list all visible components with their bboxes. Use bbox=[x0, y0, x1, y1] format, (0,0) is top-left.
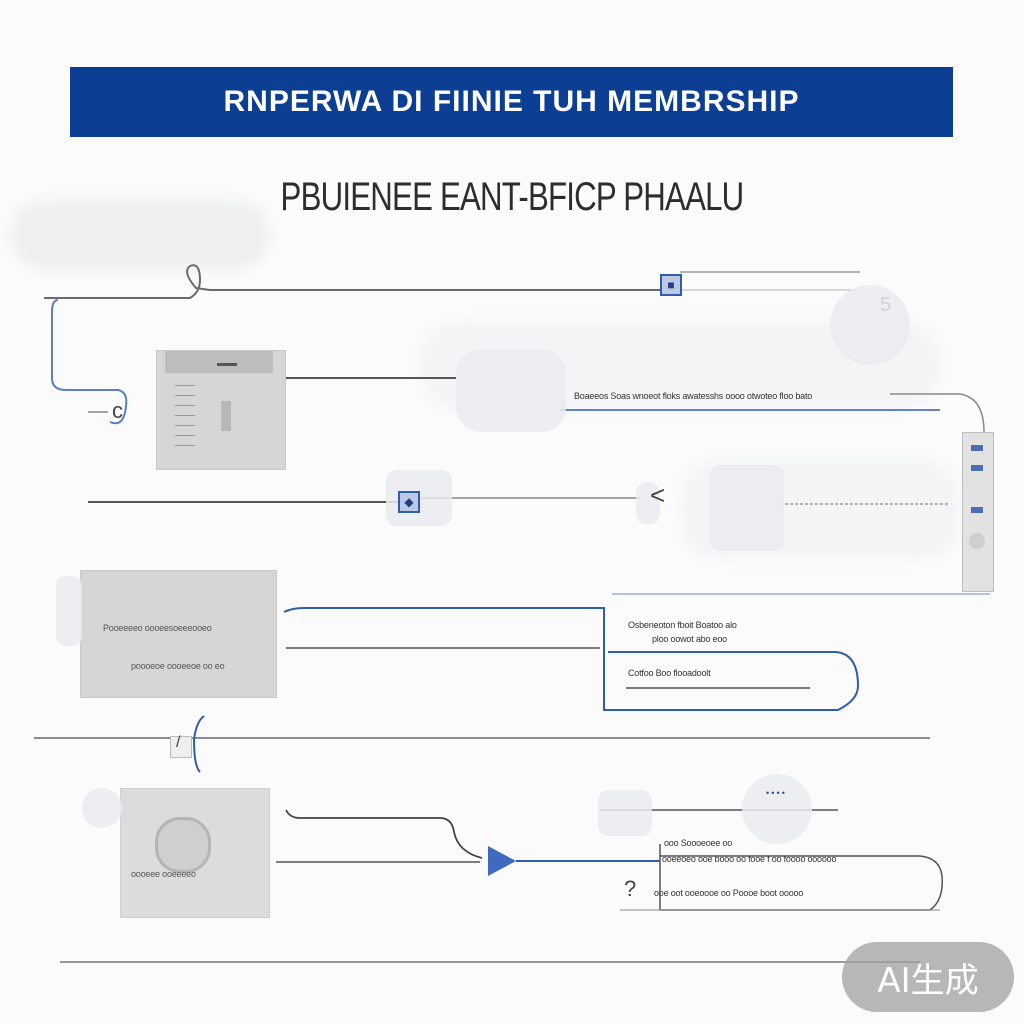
panel-indicator-icon bbox=[971, 445, 983, 451]
box1-line2: ploo oowot abo eoo bbox=[652, 634, 727, 644]
profile-card: oooeee ooeeeeo bbox=[120, 788, 270, 918]
mid-glyph: < bbox=[650, 480, 666, 510]
ghost-circle-icon bbox=[830, 285, 910, 365]
panel-knob-icon bbox=[969, 533, 985, 549]
box2-line1: ooo Soooeoee oo bbox=[664, 838, 733, 848]
small-blue-hook bbox=[192, 715, 205, 773]
connector-node-icon: ■ bbox=[660, 274, 682, 296]
background-haze bbox=[10, 200, 270, 270]
lock-node-icon: ◆ bbox=[398, 491, 420, 513]
card1-line1: Pooeeeeo oooeesoeeeooeo bbox=[103, 623, 212, 633]
box1-line1: Osbeneoton fboit Boatoo alo bbox=[628, 620, 737, 630]
panel-indicator-icon bbox=[971, 465, 983, 471]
card2-text: oooeee ooeeeeo bbox=[131, 869, 196, 879]
side-panel bbox=[962, 432, 994, 592]
server-lines bbox=[175, 385, 195, 455]
ai-watermark: AI生成 bbox=[842, 942, 1014, 1012]
ghost-square-icon bbox=[636, 482, 660, 524]
box2-line2: ooeeoeo ooe booo oo fooe f oo foooo oooo… bbox=[662, 854, 837, 864]
small-glyph: / bbox=[176, 734, 181, 751]
left-bracket bbox=[51, 299, 128, 425]
question-glyph: ? bbox=[624, 876, 637, 901]
left-glyph: c bbox=[112, 398, 123, 423]
server-card bbox=[156, 350, 286, 470]
ghost-circle-icon bbox=[82, 788, 122, 828]
title-banner: RNPERWA DI FIINIE TUH MEMBRSHIP bbox=[70, 67, 953, 137]
banner-title: RNPERWA DI FIINIE TUH MEMBRSHIP bbox=[223, 85, 800, 118]
watermark-text: AI生成 bbox=[877, 960, 979, 1001]
row4-blue-flow bbox=[283, 607, 860, 711]
card1-line2: poooeoe oooeeoe oo eo bbox=[131, 661, 225, 671]
info-card: Pooeeeeo oooeesoeeeooeo poooeoe oooeeoe … bbox=[80, 570, 277, 698]
loop-connector bbox=[44, 264, 211, 299]
diagram-subtitle: PBUIENEE EANT-BFICP PHAALU bbox=[280, 175, 745, 219]
server-slot bbox=[217, 363, 237, 366]
box1-line3: Cotfoo Boo flooadoolt bbox=[628, 668, 711, 678]
dots-label: • • • • bbox=[766, 788, 785, 798]
ghost-square-icon bbox=[56, 576, 82, 646]
server-door bbox=[221, 401, 231, 431]
row2-caption: Boaeeos Soas wnoeot floks awatesshs oooo… bbox=[574, 391, 813, 401]
panel-indicator-icon bbox=[971, 507, 983, 513]
cloud-icon bbox=[456, 350, 566, 432]
flow-arrow bbox=[488, 846, 516, 876]
row2-right-curve bbox=[890, 393, 985, 433]
ghost-square-icon bbox=[710, 465, 784, 551]
profile-avatar-icon bbox=[155, 817, 211, 873]
row5-box bbox=[659, 844, 943, 911]
server-top-bar bbox=[165, 351, 273, 373]
box2-line3: ooe oot ooeoooe oo Poooe boot ooooo bbox=[654, 888, 804, 898]
ghost-circle-icon bbox=[742, 774, 812, 844]
row5-flow bbox=[285, 809, 483, 859]
ghost-square-icon bbox=[598, 790, 652, 836]
small-marker bbox=[170, 736, 192, 758]
